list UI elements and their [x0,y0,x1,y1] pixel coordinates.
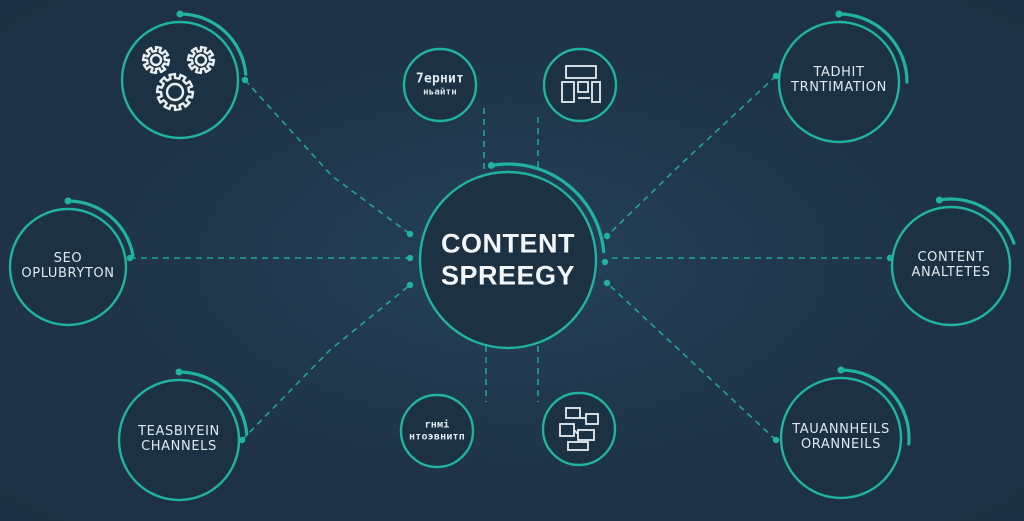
connector-dot [241,76,249,84]
center-accent-arc [489,162,606,254]
connector-dot [603,279,611,287]
layout-left-block [561,81,575,103]
bottom-right-node-circle [779,376,903,500]
center-node-label: CONTENT SPREEGY [441,228,575,293]
bottom-right-line2: ORANNEILS [800,437,882,452]
right-mid-node-circle [890,205,1012,327]
left-mid-accent-arc [66,199,135,258]
bottom-right-accent-arc [839,368,911,446]
gear-small-right [186,45,216,75]
small-bottom-left-label: rнмi нтоэвнитп [409,420,465,443]
gears-node-circle [120,20,240,140]
left-mid-line2: OPLUBRYTON [21,266,115,281]
gears-accent-arc-dot [176,10,184,18]
gear-hub [149,53,163,67]
layout-header-bar [565,65,597,79]
workflow-box-mid [577,429,595,441]
bottom-left-line2: CHANNELS [141,439,217,454]
right-mid-accent-arc-dot [935,196,943,204]
gears-accent-arc [178,12,248,76]
bottom-right-node-label: TAUANNHEILS ORANNEILS [792,422,890,453]
connector-dot [406,254,414,262]
top-right-line1: TADHIT [813,65,865,81]
connector-dot [126,254,134,262]
connector-dot [772,72,780,80]
bottom-left-line1: TEASBIYEIN [138,424,220,440]
right-mid-line2: ANALTETES [911,265,991,280]
node-icons [141,45,601,451]
workflow-box-top [565,407,581,419]
left-mid-node-circle [8,207,128,327]
layout-right-block [591,81,601,103]
small-top-left-line1: 7eрнит [415,71,465,87]
top-right-node-label: TADHIT TRNTIMATION [791,65,887,96]
connector-bottom-right [606,282,777,441]
bottom-left-node-label: TEASBIYEIN CHANNELS [138,424,220,455]
top-right-node-circle [777,20,901,144]
center-label-line1: CONTENT [440,228,575,259]
connector-top-right [606,75,777,237]
small-bottom-left-circle [399,393,475,469]
small-bottom-left-line1: rнмi [424,419,450,431]
connector-dot [603,232,611,240]
connector-dot [601,258,609,266]
right-mid-accent-arc [937,197,1016,245]
top-right-accent-arc [837,12,909,84]
bottom-right-line1: TAUANNHEILS [792,422,890,438]
bottom-right-accent-arc-dot [837,366,845,374]
center-node-circle [418,170,598,350]
connector-bottom-left [241,284,411,441]
node-circles [8,10,1016,502]
workflow-icon [559,407,599,451]
bottom-left-accent-arc-dot [175,368,183,376]
layout-mid-block [577,81,589,93]
left-mid-accent-arc-dot [64,197,72,205]
connectors [126,72,894,444]
content-layout-icon [561,65,601,103]
small-bottom-left-line2: нтоэвнитп [409,431,465,442]
center-label-line2: SPREEGY [440,261,576,291]
connector-dot [406,281,414,289]
small-bottom-right-circle [541,391,617,467]
gear-hub [165,82,185,102]
top-right-line2: TRNTIMATION [791,80,887,95]
small-top-left-line2: ньайтн [423,87,457,98]
connector-gears [244,79,411,235]
connector-dot [406,230,414,238]
small-top-left-circle [402,47,478,123]
right-mid-node-label: CONTENT ANALTETES [911,250,991,281]
workflow-box-bottom [567,441,589,451]
gear-hub [194,53,208,67]
bottom-left-accent-arc [177,370,249,436]
center-accent-arc-dot [487,161,495,169]
bottom-left-node-circle [117,378,241,502]
connector-dot [238,436,246,444]
small-top-left-label: 7eрнит ньайтн [415,71,465,98]
small-top-right-circle [542,47,618,123]
left-mid-line1: SEO [53,251,83,267]
top-right-accent-arc-dot [835,10,843,18]
gear-outline [155,72,195,112]
left-mid-node-label: SEO OPLUBRYTON [21,251,115,282]
gear-outline [186,45,216,75]
connector-dot [772,436,780,444]
workflow-box-right [585,413,599,425]
gear-outline [141,45,171,75]
gear-small-left [141,45,171,75]
gear-large [155,72,195,112]
workflow-link [573,429,579,435]
right-mid-line1: CONTENT [917,250,985,266]
